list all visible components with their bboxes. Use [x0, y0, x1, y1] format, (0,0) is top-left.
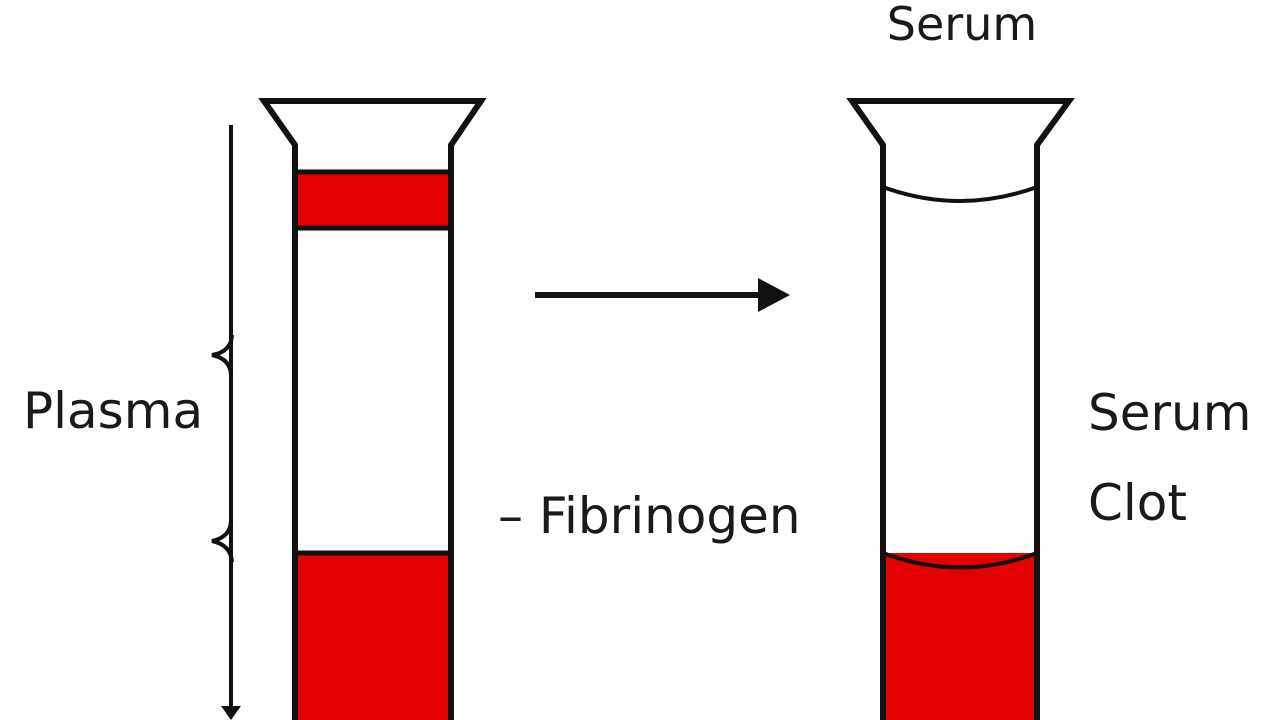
process-arrow	[535, 278, 790, 312]
serum-tube	[846, 98, 1075, 720]
down-arrowhead-icon	[221, 706, 241, 720]
right-arrowhead-icon	[758, 278, 790, 312]
minus-fibrinogen-label: – Fibrinogen	[498, 487, 801, 545]
plasma-tube	[258, 98, 487, 720]
serum-meniscus	[882, 185, 1038, 203]
clot-red-layer	[883, 553, 1037, 720]
serum-top-label: Serum	[887, 0, 1037, 51]
plasma-bracket	[211, 125, 241, 720]
serum-tube-outline	[846, 98, 1075, 720]
plasma-tube-outline	[258, 98, 487, 720]
plasma-curly-brace	[211, 334, 234, 563]
plasma-label: Plasma	[23, 382, 203, 440]
clot-meniscus	[882, 551, 1038, 570]
plasma-tube-bottom-red-layer	[295, 553, 451, 720]
serum-right-label: Serum	[1088, 384, 1251, 442]
clot-label: Clot	[1088, 474, 1187, 532]
plasma-tube-top-red-band	[295, 172, 451, 228]
